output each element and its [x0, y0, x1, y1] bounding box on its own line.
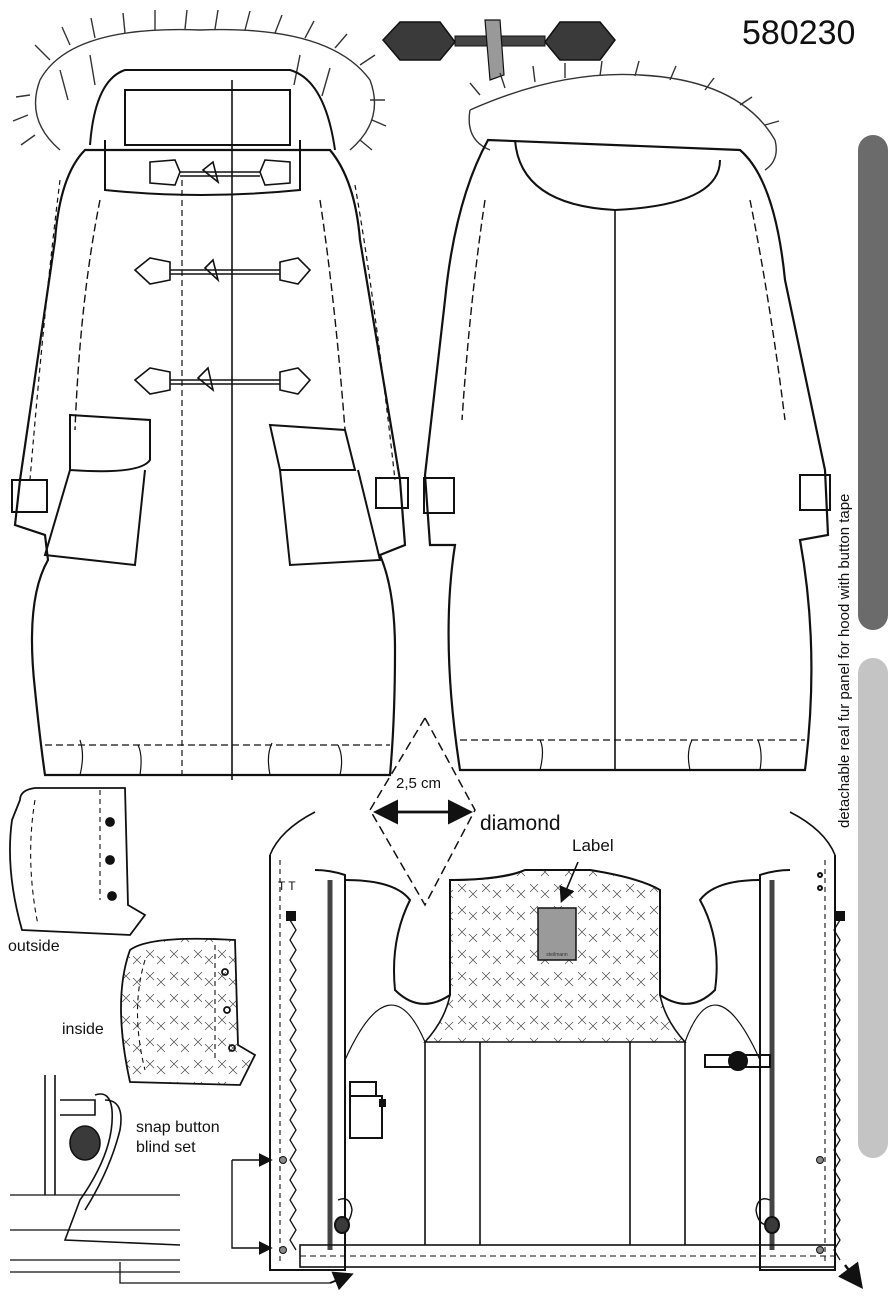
fur-panel-tape-dark — [858, 135, 888, 630]
front-toggles — [133, 159, 312, 395]
label-callout: Label — [572, 836, 614, 855]
snap-button-label: snap button blind set — [136, 1118, 220, 1158]
back-view-coat — [423, 60, 831, 772]
diamond-label: diamond — [480, 812, 561, 835]
diamond-detail — [369, 716, 476, 907]
measurement-label: 2,5 cm — [396, 775, 442, 792]
front-left-pocket — [43, 413, 151, 567]
snap-callout-arrows — [231, 1153, 863, 1289]
svg-text:T T: T T — [278, 879, 296, 893]
style-number: 580230 — [742, 14, 856, 52]
front-fur-collar — [12, 9, 387, 151]
care-label-tag: steilmann — [537, 861, 579, 961]
front-right-pocket — [268, 423, 382, 567]
inside-lining-view: T T — [269, 811, 845, 1271]
outside-label: outside — [8, 938, 60, 955]
hood-outside-detail — [9, 787, 147, 936]
back-fur-collar — [468, 60, 780, 171]
fur-panel-note: detachable real fur panel for hood with … — [836, 493, 853, 828]
inside-label: inside — [62, 1021, 104, 1038]
toggle-closure-detail — [381, 19, 616, 81]
snap-label-line2: blind set — [136, 1139, 196, 1156]
front-view-coat — [11, 9, 409, 780]
label-tag-text: steilmann — [546, 952, 568, 958]
hood-inside-detail — [120, 937, 257, 1086]
snap-button-detail — [10, 1075, 354, 1291]
fur-panel-tape-light — [858, 658, 888, 1158]
snap-label-line1: snap button — [136, 1119, 220, 1136]
